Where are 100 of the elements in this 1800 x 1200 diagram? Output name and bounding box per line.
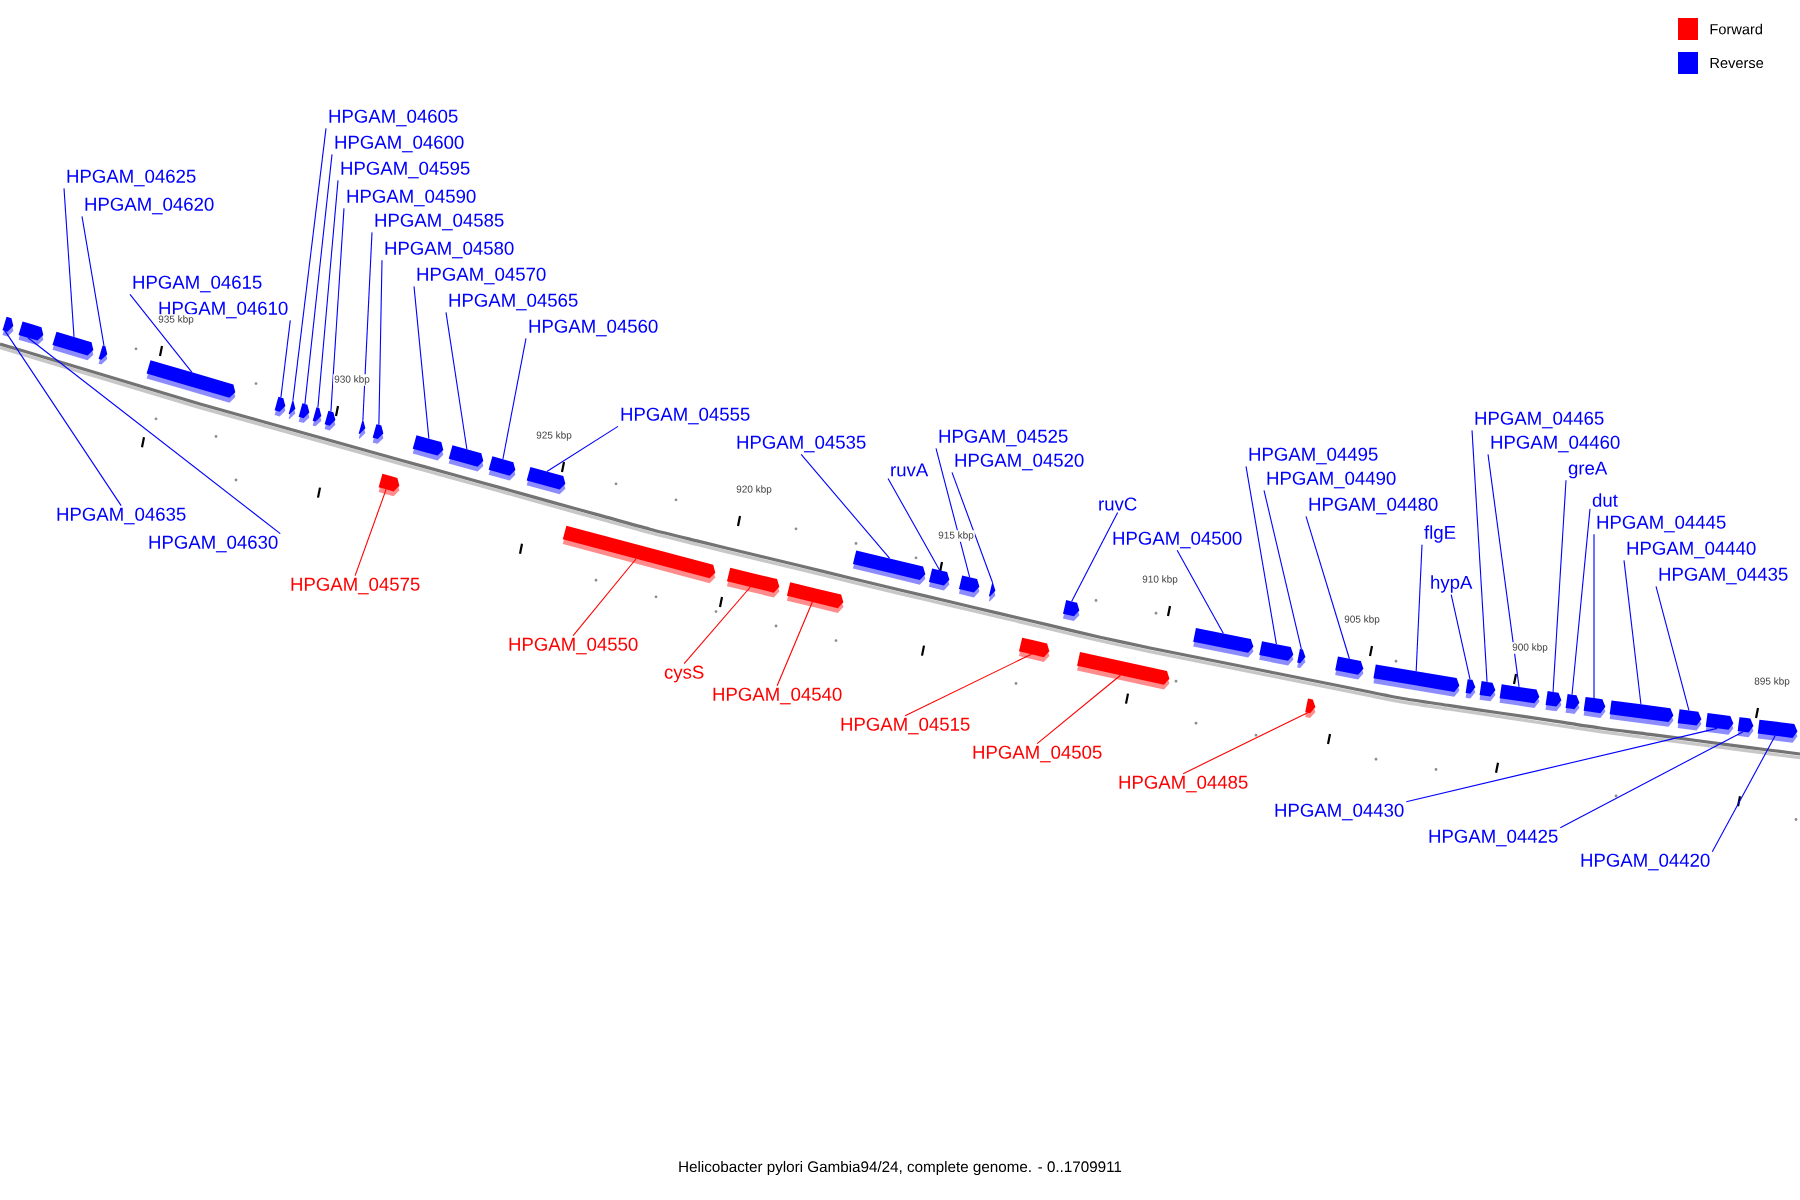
gene-label: HPGAM_04500 bbox=[1113, 531, 1242, 549]
gene-label: HPGAM_04605 bbox=[329, 109, 458, 127]
leader-line bbox=[330, 207, 345, 413]
leader-line bbox=[1471, 429, 1488, 683]
gene-label: HPGAM_04550 bbox=[509, 637, 638, 655]
gene-segment bbox=[1062, 600, 1080, 622]
gene-label: HPGAM_04570 bbox=[417, 267, 546, 285]
gene-segment bbox=[288, 400, 296, 420]
gene-segment bbox=[1259, 641, 1294, 666]
gene-label: HPGAM_04505 bbox=[973, 745, 1102, 763]
leader-line bbox=[63, 187, 75, 338]
gene-segment bbox=[1373, 664, 1460, 697]
gene-segment bbox=[1077, 652, 1170, 690]
leader-line bbox=[800, 453, 891, 559]
gene-segment bbox=[274, 396, 286, 417]
gene-segment bbox=[1018, 637, 1050, 662]
gene-label: HPGAM_04425 bbox=[1429, 829, 1558, 847]
gene-label: HPGAM_04555 bbox=[621, 407, 750, 425]
gene-label: HPGAM_04585 bbox=[375, 213, 504, 231]
leader-line bbox=[1263, 489, 1302, 650]
gene-segment bbox=[1499, 684, 1540, 708]
leader-line bbox=[4, 330, 122, 507]
leader-line bbox=[81, 215, 105, 347]
gene-segment bbox=[1565, 694, 1580, 714]
leader-line bbox=[1182, 712, 1309, 775]
leader-line bbox=[445, 311, 468, 450]
leader-line bbox=[1487, 453, 1520, 688]
gene-label: HPGAM_04440 bbox=[1627, 541, 1756, 559]
leader-line bbox=[1571, 508, 1591, 696]
gene-segment bbox=[358, 420, 366, 439]
gene-label: HPGAM_04560 bbox=[529, 319, 658, 337]
gene-segment bbox=[324, 410, 336, 431]
leader-line bbox=[1593, 533, 1595, 699]
leader-line bbox=[280, 319, 291, 399]
leader-line bbox=[413, 285, 430, 440]
gene-label: HPGAM_04625 bbox=[67, 169, 196, 187]
gene-segment bbox=[448, 445, 484, 472]
leader-line bbox=[683, 586, 751, 665]
leader-line bbox=[317, 179, 339, 409]
gene-segment bbox=[372, 424, 384, 444]
leader-line bbox=[904, 653, 1032, 717]
leader-line bbox=[1176, 549, 1224, 635]
gene-segment bbox=[146, 360, 236, 403]
leader-line bbox=[502, 337, 527, 460]
gene-segment bbox=[52, 331, 94, 361]
gene-label: HPGAM_04430 bbox=[1275, 803, 1404, 821]
leader-line bbox=[1711, 735, 1776, 853]
leader-line bbox=[572, 558, 637, 637]
gene-segment bbox=[928, 568, 950, 591]
gene-label: HPGAM_04595 bbox=[341, 161, 470, 179]
gene-label: HPGAM_04460 bbox=[1491, 435, 1620, 453]
gene-segment bbox=[988, 582, 996, 602]
leader-line bbox=[362, 231, 373, 421]
gene-label: HPGAM_04610 bbox=[159, 301, 288, 319]
leader-line bbox=[951, 471, 994, 584]
gene-segment bbox=[726, 567, 780, 598]
gene-label: HPGAM_04435 bbox=[1659, 567, 1788, 585]
gene-label: HPGAM_04630 bbox=[149, 535, 278, 553]
gene-segment bbox=[1609, 700, 1674, 727]
gene-segment bbox=[18, 321, 44, 346]
leader-line bbox=[304, 153, 333, 405]
gene-label: HPGAM_04565 bbox=[449, 293, 578, 311]
gene-segment bbox=[98, 345, 108, 365]
leader-line bbox=[354, 488, 387, 577]
gene-label: ruvA bbox=[891, 463, 929, 477]
gene-label: greA bbox=[1568, 461, 1608, 479]
gene-segment bbox=[488, 456, 516, 481]
gene-label: ruvC bbox=[1099, 497, 1137, 511]
gene-segment bbox=[1677, 709, 1702, 731]
gene-segment bbox=[378, 473, 400, 497]
gene-label: HPGAM_04540 bbox=[713, 687, 842, 705]
gene-segment bbox=[2, 316, 14, 337]
gene-label: HPGAM_04465 bbox=[1475, 411, 1604, 429]
gene-label: HPGAM_04445 bbox=[1597, 515, 1726, 533]
gene-segment bbox=[526, 466, 566, 495]
gene-label: HPGAM_04535 bbox=[737, 435, 866, 453]
gene-segment bbox=[1297, 648, 1306, 668]
gene-label: HPGAM_04420 bbox=[1581, 853, 1710, 871]
gene-segment bbox=[312, 407, 322, 427]
gene-segment bbox=[1705, 713, 1734, 735]
gene-label: HPGAM_04600 bbox=[335, 135, 464, 153]
gene-label: HPGAM_04480 bbox=[1309, 497, 1438, 515]
gene-segment bbox=[1479, 681, 1496, 702]
gene-label: HPGAM_04525 bbox=[939, 429, 1068, 447]
gene-label: HPGAM_04590 bbox=[347, 189, 476, 207]
gene-segment bbox=[1545, 691, 1562, 712]
gene-label: HPGAM_04620 bbox=[85, 197, 214, 215]
gene-label: cysS bbox=[664, 665, 704, 683]
gene-label: HPGAM_04495 bbox=[1249, 447, 1378, 465]
leader-line bbox=[1415, 544, 1423, 672]
gene-segment bbox=[1335, 656, 1364, 680]
leader-line bbox=[935, 447, 971, 578]
gene-label: HPGAM_04580 bbox=[385, 241, 514, 259]
leader-line bbox=[546, 425, 619, 472]
gene-segment bbox=[1737, 717, 1754, 738]
leader-line bbox=[887, 477, 941, 571]
leader-line bbox=[129, 293, 193, 373]
leader-line bbox=[776, 601, 813, 687]
gene-segment bbox=[562, 525, 716, 584]
gene-label: HPGAM_04575 bbox=[291, 577, 420, 595]
